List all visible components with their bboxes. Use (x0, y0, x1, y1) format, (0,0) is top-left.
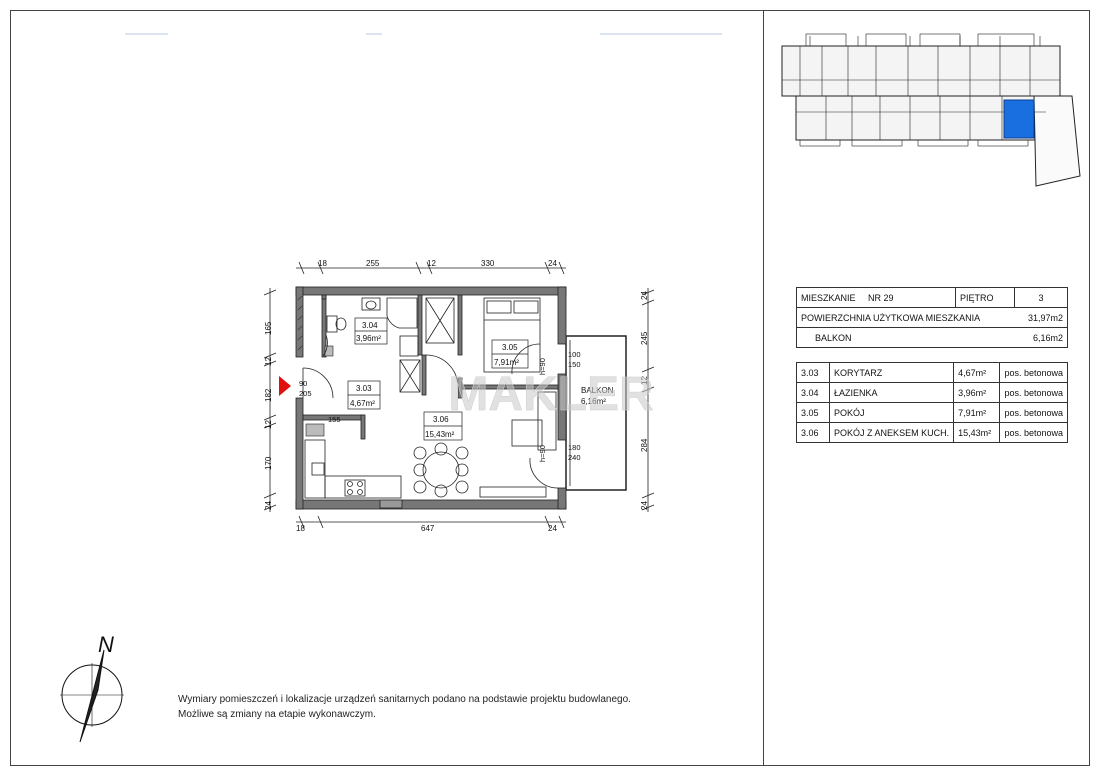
apartment-label-cell: MIESZKANIE NR 29 (796, 287, 956, 308)
balcony-label: BALKON (581, 386, 614, 395)
apartment-number: NR 29 (868, 292, 894, 303)
dim-top-3: 12 (427, 259, 436, 268)
room-303-area: 4,67m² (350, 399, 375, 408)
balcony-summary-label: BALKON (796, 327, 1015, 348)
room-area: 15,43m² (953, 422, 1001, 443)
entrance-arrow-icon (279, 376, 291, 396)
note-line-1: Wymiary pomieszczeń i lokalizacje urządz… (178, 694, 631, 705)
frame-divider (763, 10, 764, 766)
table-row: 3.05 POKÓJ 7,91m² pos. betonowa (795, 402, 1068, 423)
usable-area-value: 31,97m2 (1014, 307, 1068, 328)
note-line-2: Możliwe są zmiany na etapie wykonawczym. (178, 709, 376, 720)
floor-value: 3 (1014, 287, 1068, 308)
doors (302, 334, 559, 489)
room-name: POKÓJ Z ANEKSEM KUCH. (829, 422, 955, 443)
room-area: 3,96m² (953, 382, 1001, 403)
bathroom-fixtures (326, 297, 455, 393)
dim-left-2: 12 (264, 357, 273, 366)
room-303-no: 3.03 (356, 384, 372, 393)
room-305-area: 7,91m² (494, 358, 519, 367)
room-304-area: 3,96m² (356, 334, 381, 343)
drawing-frame (10, 10, 1090, 766)
key-plan (781, 33, 1081, 187)
dim-top-4: 330 (481, 259, 495, 268)
room-floor: pos. betonowa (999, 382, 1068, 403)
table-row: 3.03 KORYTARZ 4,67m² pos. betonowa (795, 362, 1068, 383)
dimension-lines (263, 261, 655, 529)
balcony-door-1b: 150 (568, 360, 581, 369)
dim-bottom-2: 647 (421, 524, 435, 533)
dim-top-1: 18 (318, 259, 327, 268)
apartment-label: MIESZKANIE (801, 292, 856, 303)
balcony-door-2a: 180 (568, 443, 581, 452)
compass-north-label: N (98, 632, 114, 657)
table-row: 3.06 POKÓJ Z ANEKSEM KUCH. 15,43m² pos. … (795, 422, 1068, 443)
dim-left-4: 12 (264, 420, 273, 429)
dim-right-2: 245 (640, 331, 649, 345)
door-bath-width: 155 (328, 415, 341, 424)
dim-right-1: 24 (640, 291, 649, 300)
room-floor: pos. betonowa (999, 422, 1068, 443)
dim-top-5: 24 (548, 259, 557, 268)
dim-right-5: 24 (640, 501, 649, 510)
room-list-table: 3.03 KORYTARZ 4,67m² pos. betonowa 3.04 … (795, 362, 1068, 443)
room-no: 3.03 (795, 362, 831, 383)
watermark-text: MAKLER (448, 368, 653, 421)
dim-left-5: 170 (264, 456, 273, 470)
dim-bottom-1: 18 (296, 524, 305, 533)
room-name: KORYTARZ (829, 362, 955, 383)
room-floor: pos. betonowa (999, 362, 1068, 383)
room-305-no: 3.05 (502, 343, 518, 352)
room-floor: pos. betonowa (999, 402, 1068, 423)
apartment-highlight (1003, 99, 1035, 139)
room-area: 7,91m² (953, 402, 1001, 423)
door-entry-1: 90 (299, 379, 307, 388)
balcony-door-2b: 240 (568, 453, 581, 462)
room-name: ŁAZIENKA (829, 382, 955, 403)
usable-area-label: POWIERZCHNIA UŻYTKOWA MIESZKANIA (796, 307, 1015, 328)
dim-left-1: 165 (264, 321, 273, 335)
walls (295, 286, 567, 510)
compass-icon (60, 649, 124, 743)
room-306-area: 15,43m² (425, 430, 455, 439)
room-no: 3.04 (795, 382, 831, 403)
dim-left-3: 182 (264, 388, 273, 402)
apartment-summary-table: MIESZKANIE NR 29 PIĘTRO 3 POWIERZCHNIA U… (796, 287, 1068, 348)
kitchen-counter (304, 439, 403, 509)
room-area: 4,67m² (953, 362, 1001, 383)
dim-top-2: 255 (366, 259, 380, 268)
living-furniture (413, 391, 557, 498)
dim-right-4: 284 (640, 438, 649, 452)
room-304-no: 3.04 (362, 321, 378, 330)
room-306-no: 3.06 (433, 415, 449, 424)
floor-label: PIĘTRO (955, 287, 1015, 308)
balcony-area: 6,16m² (581, 397, 606, 406)
room-name: POKÓJ (829, 402, 955, 423)
window-sill-2: h=90 (538, 445, 547, 462)
window-sill-1: h=90 (538, 358, 547, 375)
balcony-summary-value: 6,16m2 (1014, 327, 1068, 348)
table-row: 3.04 ŁAZIENKA 3,96m² pos. betonowa (795, 382, 1068, 403)
disclaimer-note: Wymiary pomieszczeń i lokalizacje urządz… (178, 692, 631, 722)
room-no: 3.05 (795, 402, 831, 423)
balcony-door-1a: 100 (568, 350, 581, 359)
dim-right-3: 12 (640, 376, 649, 385)
door-entry-2: 205 (299, 389, 312, 398)
dim-bottom-3: 24 (548, 524, 557, 533)
dim-left-6: 24 (264, 501, 273, 510)
room-no: 3.06 (795, 422, 831, 443)
